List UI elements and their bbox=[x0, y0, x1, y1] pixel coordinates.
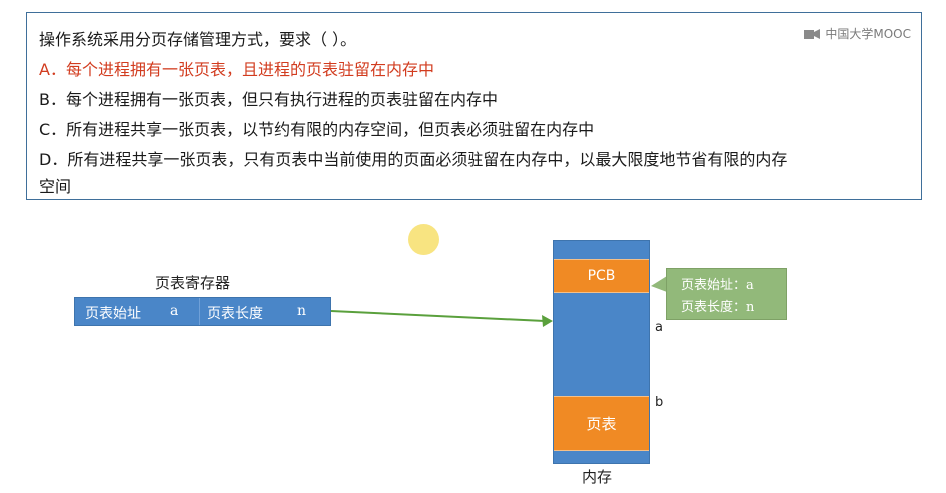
option-d-continuation: 空间 bbox=[39, 177, 72, 196]
page-table-register: 页表始址 a 页表长度 n bbox=[74, 297, 331, 326]
mooc-watermark-text: 中国大学MOOC bbox=[825, 27, 911, 41]
page-table-register-title: 页表寄存器 bbox=[155, 274, 231, 292]
page-table-block: 页表 bbox=[554, 396, 649, 451]
option-c[interactable]: C．所有进程共享一张页表，以节约有限的内存空间，但页表必须驻留在内存中 bbox=[39, 120, 595, 139]
register-length-value: n bbox=[297, 303, 307, 319]
option-d[interactable]: D．所有进程共享一张页表，只有页表中当前使用的页面必须驻留在内存中，以最大限度地… bbox=[39, 150, 788, 169]
register-divider bbox=[199, 298, 200, 325]
mooc-logo-icon bbox=[804, 28, 821, 39]
option-a[interactable]: A．每个进程拥有一张页表，且进程的页表驻留在内存中 bbox=[39, 60, 434, 79]
callout-base-line: 页表始址：a bbox=[681, 278, 754, 293]
question-box: 操作系统采用分页存储管理方式，要求（ ）。 A．每个进程拥有一张页表，且进程的页… bbox=[26, 12, 922, 200]
option-b[interactable]: B．每个进程拥有一张页表，但只有执行进程的页表驻留在内存中 bbox=[39, 90, 498, 109]
address-marker-a: a bbox=[655, 320, 663, 335]
memory-label: 内存 bbox=[582, 468, 613, 486]
memory-column: PCB 页表 bbox=[553, 240, 650, 464]
callout-length-line: 页表长度：n bbox=[681, 300, 755, 315]
pcb-block: PCB bbox=[554, 259, 649, 293]
address-marker-b: b bbox=[655, 395, 664, 410]
register-base-value: a bbox=[170, 303, 179, 319]
question-stem: 操作系统采用分页存储管理方式，要求（ ）。 bbox=[39, 30, 357, 49]
register-base-label: 页表始址 bbox=[85, 306, 141, 322]
pointer-highlight bbox=[408, 224, 439, 255]
register-length-label: 页表长度 bbox=[207, 306, 263, 322]
pcb-callout: 页表始址：a 页表长度：n bbox=[666, 268, 787, 320]
mooc-watermark: 中国大学MOOC bbox=[803, 25, 911, 42]
callout-pointer bbox=[651, 276, 667, 292]
